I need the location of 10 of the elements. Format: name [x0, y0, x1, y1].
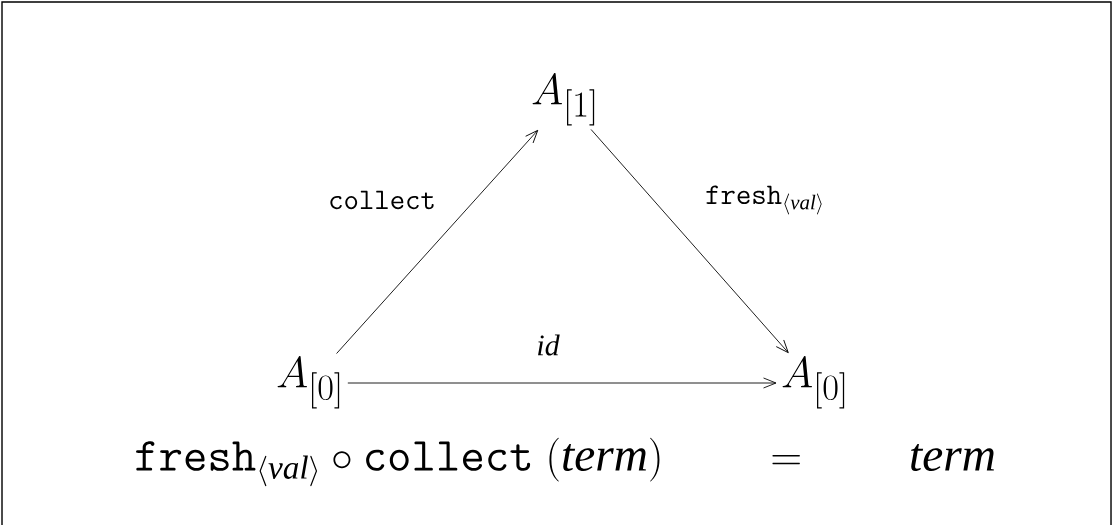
node-label: $A_{[1]}$	[532, 73, 595, 126]
edge-label: $\mathtt{fresh}_{\langle \mathit{val}\rangle}$	[703, 183, 827, 217]
arrow	[590, 129, 789, 354]
node-label: $A_{[0]}$	[277, 356, 340, 409]
edge-label: $\mathit{id}$	[534, 332, 562, 358]
edge-label: $\mathtt{collect}$	[326, 189, 438, 211]
node-label: $A_{[0]}$	[782, 356, 845, 409]
equation: $\mathtt{fresh}_{\langle \mathit{val}\rangle}\circ\mathtt{collect}\ (\mathit{term})\qquad=\qquad\mathit{term}$	[136, 437, 994, 487]
arrow	[336, 129, 539, 354]
arrow	[347, 377, 777, 389]
